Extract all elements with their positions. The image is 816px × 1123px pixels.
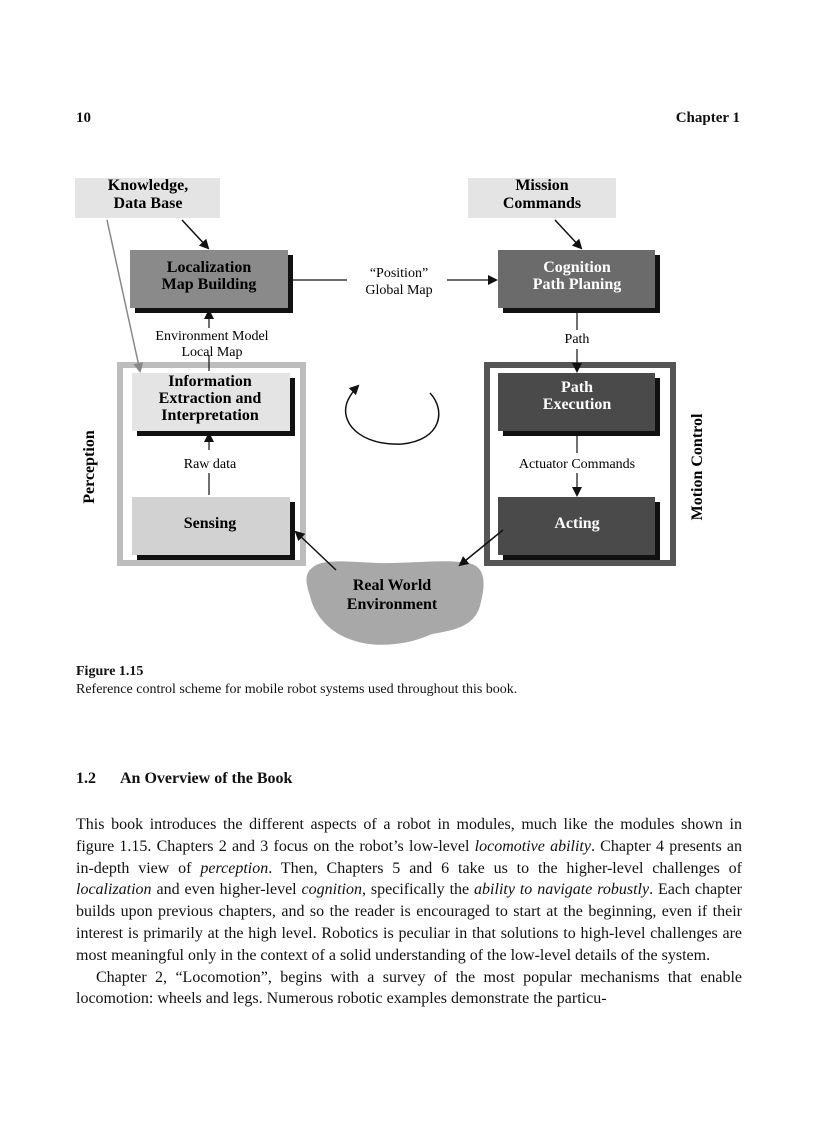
acting-label: Acting bbox=[554, 515, 599, 532]
sensing-label: Sensing bbox=[184, 515, 236, 532]
body-text: This book introduces the different aspec… bbox=[76, 814, 742, 1010]
raw-data-label: Raw data bbox=[184, 457, 237, 472]
mission-label-2: Commands bbox=[503, 195, 581, 212]
mission-box bbox=[468, 178, 616, 218]
information-box bbox=[132, 373, 290, 431]
acting-to-environment-arrow bbox=[458, 529, 504, 567]
mission-to-cognition-arrow bbox=[554, 219, 583, 250]
section-number: 1.2 bbox=[76, 770, 96, 787]
actuator-label: Actuator Commands bbox=[519, 457, 635, 472]
running-header-chapter: Chapter 1 bbox=[675, 110, 740, 126]
real-world-label-2: Environment bbox=[347, 596, 438, 613]
position-label-2: Global Map bbox=[365, 283, 432, 298]
knowledge-label-2: Data Base bbox=[114, 195, 183, 212]
acting-box bbox=[498, 497, 655, 555]
information-label-3: Interpretation bbox=[161, 407, 259, 424]
cognition-label-1: Cognition bbox=[543, 259, 611, 276]
path-label: Path bbox=[565, 332, 590, 347]
section-title: An Overview of the Book bbox=[120, 770, 293, 787]
paragraph-1: This book introduces the different aspec… bbox=[76, 814, 742, 967]
cognition-box bbox=[498, 250, 655, 308]
perception-frame bbox=[117, 362, 306, 566]
p1-emphasis-1: locomotive ability bbox=[474, 837, 591, 855]
knowledge-box bbox=[75, 178, 220, 218]
information-label-2: Extraction and bbox=[159, 390, 262, 407]
environment-to-sensing-arrow bbox=[294, 530, 337, 571]
real-world-cloud bbox=[306, 561, 484, 645]
p1-emphasis-4: cognition bbox=[301, 881, 362, 899]
p1-text-3: . Then, Chapters 5 and 6 take us to the … bbox=[268, 859, 743, 877]
path-execution-box bbox=[498, 373, 655, 431]
p1-text-6: . Each chapter builds upon previous chap… bbox=[76, 881, 742, 964]
p1-text-1: This book introduces the different aspec… bbox=[76, 816, 742, 855]
position-label-1: “Position” bbox=[370, 266, 428, 281]
p1-text-4: and even higher-level bbox=[151, 881, 302, 899]
information-label-1: Information bbox=[168, 373, 252, 390]
localization-box bbox=[130, 250, 288, 308]
p1-text-5: , specifically the bbox=[361, 881, 475, 899]
figure-title: Figure 1.15 bbox=[76, 664, 144, 679]
p1-emphasis-5: ability to navigate robustly bbox=[474, 881, 650, 899]
path-execution-label-1: Path bbox=[561, 379, 593, 396]
mission-label-1: Mission bbox=[515, 177, 568, 194]
control-scheme-diagram: Knowledge, Data Base Mission Commands Lo… bbox=[75, 177, 706, 645]
knowledge-to-localization-arrow bbox=[181, 219, 210, 250]
figure-caption: Reference control scheme for mobile robo… bbox=[76, 682, 518, 697]
knowledge-label-1: Knowledge, bbox=[108, 177, 188, 194]
real-world-label-1: Real World bbox=[353, 577, 431, 594]
path-execution-label-2: Execution bbox=[543, 396, 612, 413]
p1-emphasis-2: perception bbox=[200, 859, 269, 877]
env-model-label-2: Local Map bbox=[181, 345, 242, 360]
motion-control-side-label: Motion Control bbox=[689, 413, 706, 520]
cognition-label-2: Path Planing bbox=[533, 276, 621, 293]
env-model-label-1: Environment Model bbox=[155, 329, 268, 344]
perception-side-label: Perception bbox=[81, 430, 98, 504]
loop-arrow bbox=[344, 384, 440, 445]
sensing-box bbox=[132, 497, 290, 555]
p1-text-2: . Chapter 4 presents an in-depth view of bbox=[76, 837, 743, 877]
localization-label-1: Localization bbox=[167, 259, 252, 276]
section-heading: 1.2 An Overview of the Book bbox=[76, 770, 292, 788]
localization-label-2: Map Building bbox=[162, 276, 257, 293]
page-number: 10 bbox=[76, 110, 91, 126]
knowledge-to-information-arrow bbox=[106, 219, 144, 373]
p1-emphasis-3: localization bbox=[76, 881, 152, 899]
paragraph-2: Chapter 2, “Locomotion”, begins with a s… bbox=[76, 968, 742, 1008]
